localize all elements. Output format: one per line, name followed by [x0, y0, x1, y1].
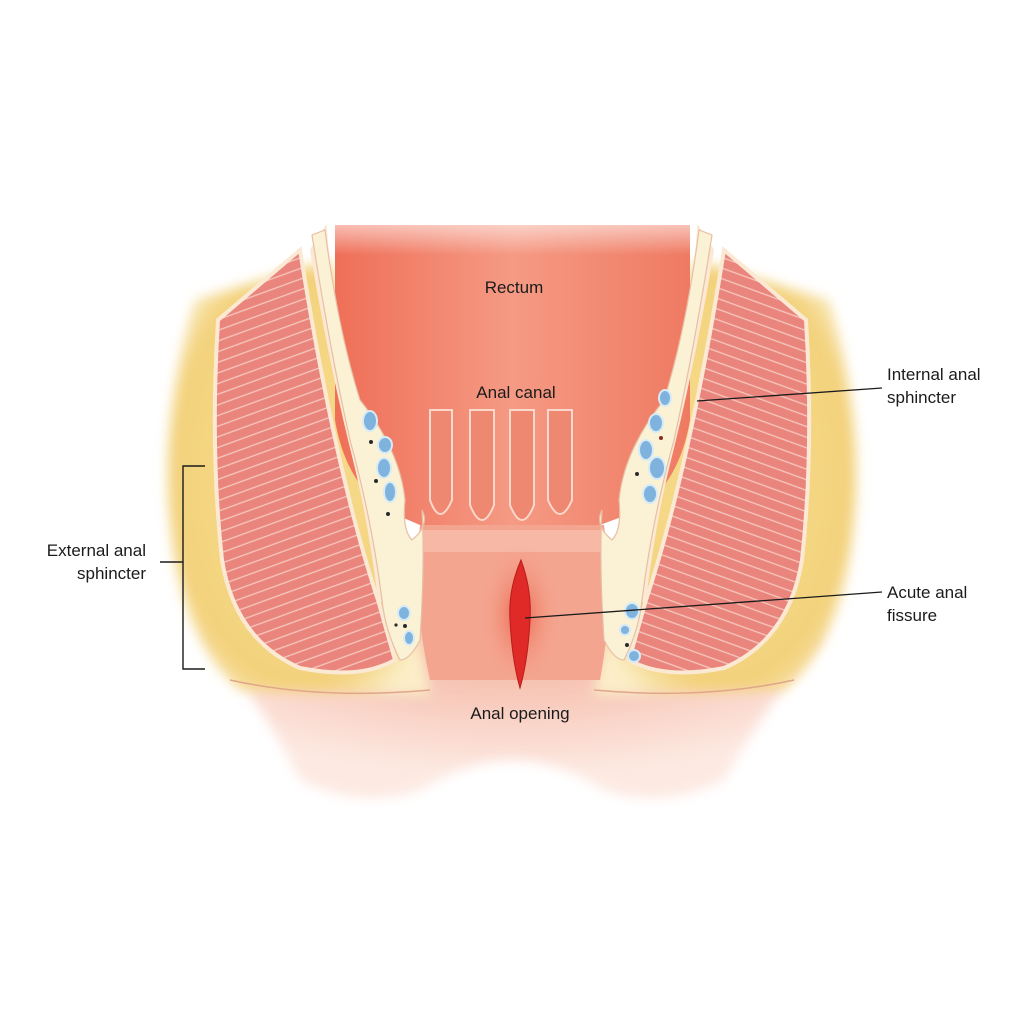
- label-external-anal-sphincter: External anal sphincter: [10, 539, 146, 585]
- label-acute-anal-fissure-line2: fissure: [887, 606, 938, 625]
- anal-columns: [429, 409, 573, 521]
- fissure-leader: [524, 591, 883, 619]
- label-internal-anal-sphincter-line1: Internal anal: [887, 365, 981, 384]
- left-blood-vessels: [362, 410, 415, 646]
- rectum-lumen: [335, 225, 690, 525]
- right-external-sphincter: [626, 246, 812, 675]
- acute-fissure: [509, 558, 531, 690]
- label-external-anal-sphincter-line1: External anal: [46, 541, 146, 560]
- label-external-anal-sphincter-line2: sphincter: [77, 564, 146, 583]
- label-internal-anal-sphincter-line2: sphincter: [887, 388, 956, 407]
- label-rectum: Rectum: [484, 278, 544, 297]
- right-blood-vessels: [619, 389, 672, 663]
- external-sphincter-bracket: [160, 465, 205, 670]
- label-anal-canal: Anal canal: [476, 383, 556, 402]
- label-anal-opening: Anal opening: [470, 704, 570, 723]
- internal-sphincter-leader: [696, 387, 883, 402]
- label-acute-anal-fissure-line1: Acute anal: [887, 583, 968, 602]
- left-external-sphincter: [212, 246, 398, 675]
- label-acute-anal-fissure: Acute anal fissure: [887, 581, 1024, 627]
- label-internal-anal-sphincter: Internal anal sphincter: [887, 363, 1024, 409]
